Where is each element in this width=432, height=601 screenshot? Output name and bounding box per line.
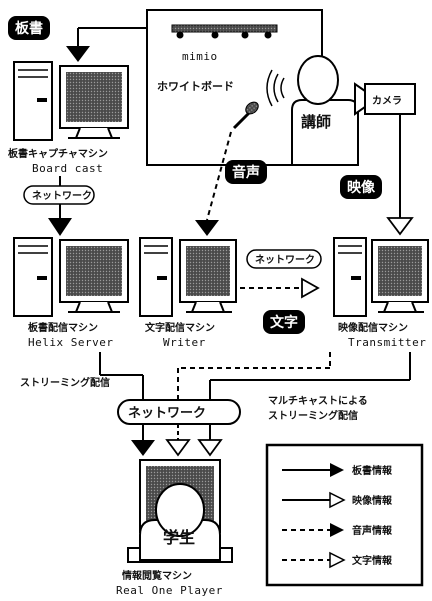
flow-to-viewer	[131, 424, 223, 457]
svg-text:映像情報: 映像情報	[352, 494, 393, 507]
whiteboard: mimio ホワイトボード	[146, 9, 323, 166]
whiteboard-label: ホワイトボード	[157, 79, 234, 93]
tag-text: 文字	[263, 310, 305, 334]
flow-board-capture	[66, 27, 147, 62]
network-pill-small: ネットワーク	[23, 185, 95, 205]
svg-text:ネットワーク: ネットワーク	[255, 254, 315, 266]
viewer-software: Real One Player	[116, 584, 223, 597]
legend-text: 文字情報	[282, 551, 393, 569]
text-dist-machine: 文字配信マシン Writer	[139, 237, 237, 349]
multicast-note-line1: マルチキャストによる	[268, 395, 368, 407]
flow-audio	[195, 131, 232, 236]
tag-board: 板書	[8, 16, 50, 40]
mimio-label: mimio	[182, 50, 218, 63]
board-dist-name: 板書配信マシン	[28, 321, 98, 334]
network-pill-middle: ネットワーク	[246, 249, 322, 269]
svg-text:板書情報: 板書情報	[352, 464, 393, 477]
multicast-note-line2: ストリーミング配信	[268, 409, 358, 422]
svg-text:ネットワーク: ネットワーク	[32, 190, 92, 202]
tag-audio: 音声	[225, 160, 267, 184]
flow-text	[240, 277, 320, 299]
flow-video	[386, 114, 414, 236]
lecturer: 講師	[266, 55, 359, 166]
video-dist-machine: 映像配信マシン Transmitter	[333, 237, 429, 349]
flow-to-main-network	[99, 352, 411, 400]
legend-board: 板書情報	[282, 463, 393, 477]
viewer-name: 情報閲覧マシン	[122, 569, 192, 582]
student: 学生	[139, 483, 221, 561]
student-label: 学生	[163, 528, 195, 547]
network-pill-main: ネットワーク	[117, 399, 241, 425]
capture-machine-software: Board cast	[32, 162, 103, 175]
svg-text:音声: 音声	[232, 164, 260, 181]
mimio-bar	[171, 24, 278, 33]
tag-video: 映像	[340, 175, 382, 199]
camera: カメラ	[354, 82, 416, 116]
svg-text:映像: 映像	[347, 179, 376, 196]
board-dist-machine: 板書配信マシン Helix Server	[13, 237, 129, 349]
legend-video: 映像情報	[282, 491, 393, 509]
legend-audio: 音声情報	[282, 523, 393, 537]
svg-text:ネットワーク: ネットワーク	[128, 406, 206, 421]
lecturer-label: 講師	[301, 113, 331, 131]
svg-text:板書: 板書	[15, 20, 43, 37]
svg-text:文字: 文字	[270, 314, 298, 331]
microphone-icon	[232, 101, 259, 130]
video-dist-name: 映像配信マシン	[338, 321, 408, 334]
board-dist-software: Helix Server	[28, 336, 113, 349]
camera-label: カメラ	[372, 95, 402, 107]
text-dist-software: Writer	[163, 336, 206, 349]
video-dist-software: Transmitter	[348, 336, 426, 349]
svg-text:文字情報: 文字情報	[352, 554, 393, 567]
legend: 板書情報 映像情報 音声情報 文字情報	[265, 443, 424, 587]
capture-machine: 板書キャプチャマシン Board cast	[8, 61, 129, 175]
text-dist-name: 文字配信マシン	[145, 321, 215, 334]
flow-capture-network	[48, 176, 72, 236]
streaming-note: ストリーミング配信	[20, 376, 110, 389]
capture-machine-name: 板書キャプチャマシン	[8, 147, 108, 160]
svg-text:音声情報: 音声情報	[352, 524, 393, 537]
